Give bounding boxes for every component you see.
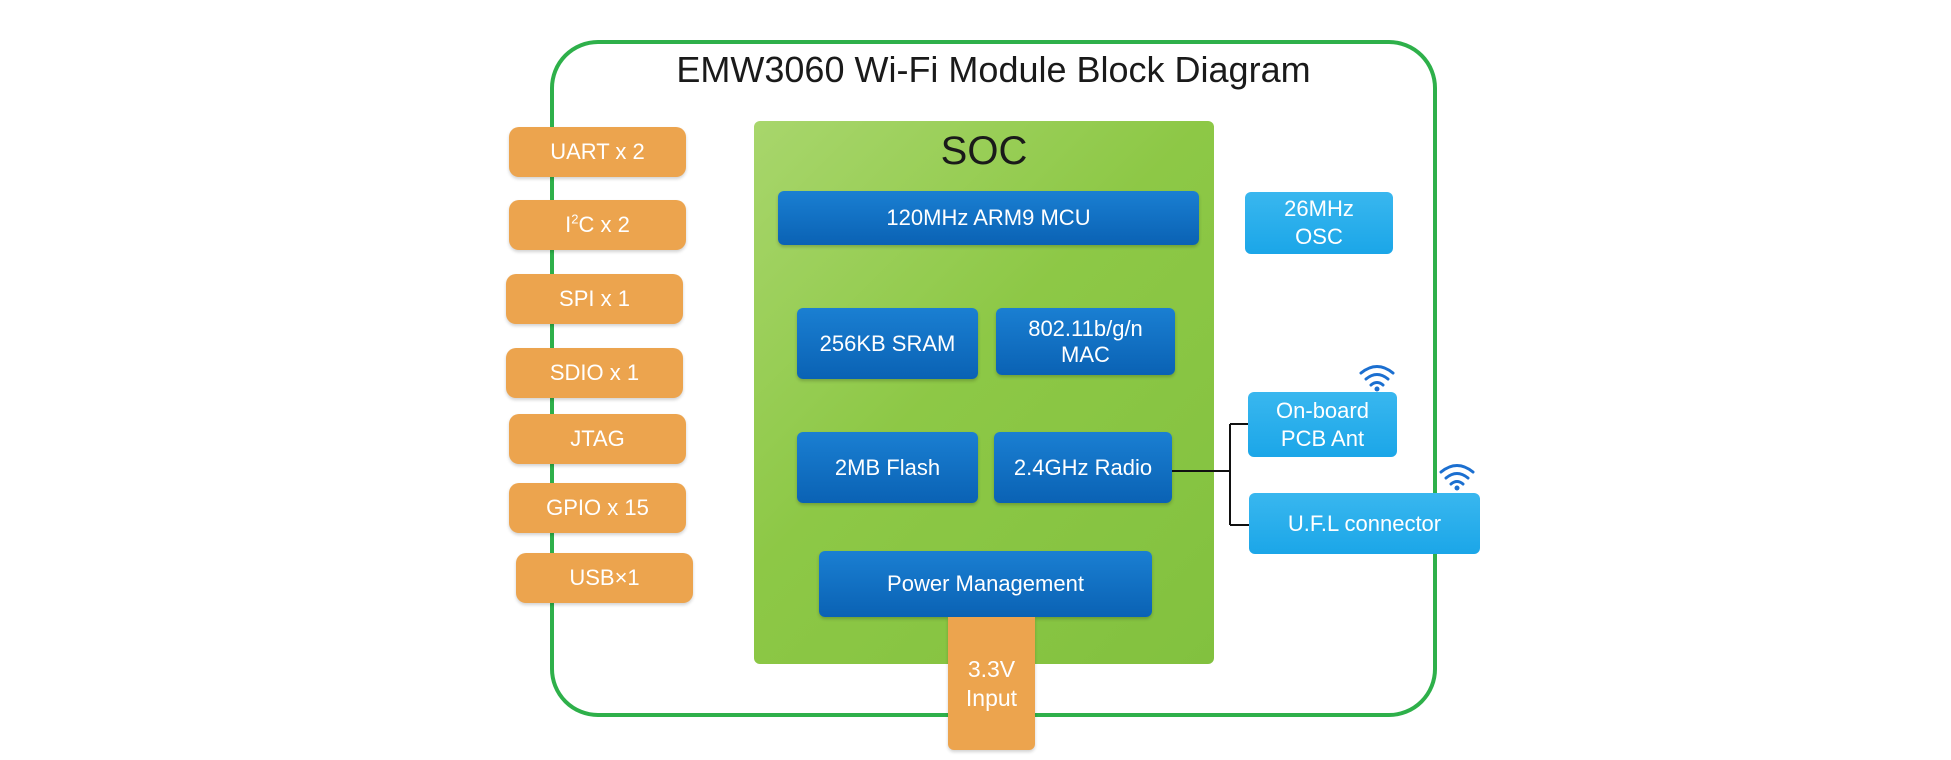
power-management-label: Power Management bbox=[887, 571, 1084, 596]
sram-label: 256KB SRAM bbox=[819, 330, 956, 356]
interface-gpio: GPIO x 15 bbox=[509, 483, 686, 533]
oscillator-block: 26MHz OSC bbox=[1245, 192, 1393, 254]
power-management-block: Power Management bbox=[819, 551, 1152, 617]
wifi-signal-icon bbox=[1359, 365, 1395, 392]
mac-block: 802.11b/g/n MAC bbox=[996, 308, 1175, 375]
interface-uart-label: UART x 2 bbox=[550, 139, 645, 164]
radio-label: 2.4GHz Radio bbox=[1013, 454, 1153, 480]
sram-block: 256KB SRAM bbox=[797, 308, 978, 379]
mcu-block: 120MHz ARM9 MCU bbox=[778, 191, 1199, 245]
wifi-signal-icon bbox=[1439, 464, 1475, 491]
oscillator-label-line2: OSC bbox=[1295, 224, 1343, 249]
power-input-block: 3.3V Input bbox=[948, 617, 1035, 750]
onboard-antenna-block: On-board PCB Ant bbox=[1248, 392, 1397, 457]
ufl-connector-label: U.F.L connector bbox=[1287, 510, 1442, 536]
interface-sdio: SDIO x 1 bbox=[506, 348, 683, 398]
interface-uart: UART x 2 bbox=[509, 127, 686, 177]
interface-i2c-label: I2C x 2 bbox=[565, 211, 630, 237]
ufl-connector-block: U.F.L connector bbox=[1249, 493, 1480, 554]
oscillator-label-line1: 26MHz bbox=[1284, 196, 1354, 221]
mcu-label: 120MHz ARM9 MCU bbox=[886, 205, 1091, 230]
interface-gpio-label: GPIO x 15 bbox=[546, 495, 649, 520]
radio-block: 2.4GHz Radio bbox=[994, 432, 1172, 503]
flash-label: 2MB Flash bbox=[834, 454, 941, 480]
onboard-antenna-label-line1: On-board bbox=[1276, 397, 1369, 423]
interface-sdio-label: SDIO x 1 bbox=[549, 360, 640, 385]
interface-usb: USB×1 bbox=[516, 553, 693, 603]
interface-spi: SPI x 1 bbox=[506, 274, 683, 324]
interface-spi-label: SPI x 1 bbox=[559, 286, 630, 311]
power-input-label-line2: Input bbox=[965, 684, 1018, 711]
diagram-title: EMW3060 Wi-Fi Module Block Diagram bbox=[676, 49, 1311, 90]
interface-jtag-label: JTAG bbox=[570, 426, 625, 451]
interface-i2c: I2C x 2 bbox=[509, 200, 686, 250]
soc-title: SOC bbox=[940, 129, 1028, 173]
interface-jtag: JTAG bbox=[509, 414, 686, 464]
onboard-antenna-label-line2: PCB Ant bbox=[1280, 425, 1365, 451]
mac-label-line1: 802.11b/g/n bbox=[1028, 315, 1143, 341]
power-input-label-line1: 3.3V bbox=[967, 655, 1016, 682]
flash-block: 2MB Flash bbox=[797, 432, 978, 503]
interface-usb-label: USB×1 bbox=[569, 565, 640, 590]
mac-label-line2: MAC bbox=[1061, 341, 1110, 367]
